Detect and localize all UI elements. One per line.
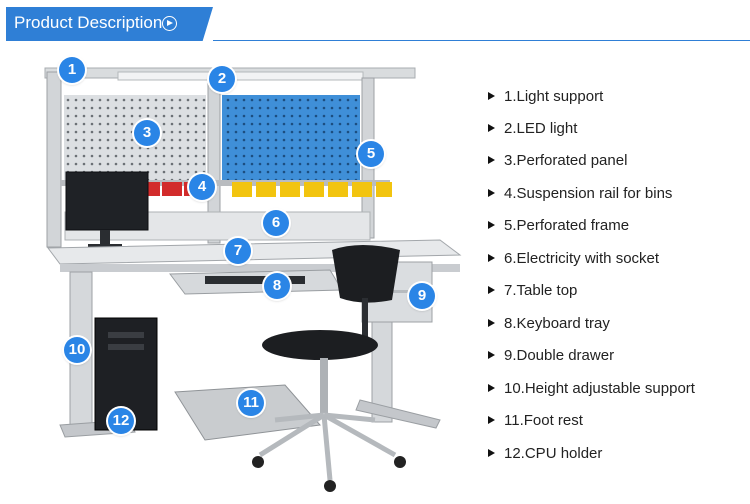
marker-11: 11 bbox=[238, 390, 264, 416]
list-item: 10.Height adjustable support bbox=[488, 380, 695, 400]
workbench-illustration bbox=[44, 67, 462, 492]
feature-label: 7.Table top bbox=[504, 282, 578, 299]
arrow-bullet-icon bbox=[488, 351, 495, 360]
page-title: Product Description bbox=[14, 13, 163, 32]
left-upright bbox=[46, 71, 62, 248]
list-item: 8.Keyboard tray bbox=[488, 315, 610, 335]
marker-8: 8 bbox=[264, 273, 290, 299]
marker-4: 4 bbox=[189, 174, 215, 200]
chair-base bbox=[258, 412, 397, 481]
marker-5: 5 bbox=[358, 141, 384, 167]
marker-10: 10 bbox=[64, 337, 90, 363]
arrow-bullet-icon bbox=[488, 92, 495, 101]
arrow-bullet-icon bbox=[488, 286, 495, 295]
list-item: 6.Electricity with socket bbox=[488, 250, 659, 270]
marker-3: 3 bbox=[134, 120, 160, 146]
header-bar: Product Description bbox=[0, 0, 750, 50]
arrow-bullet-icon bbox=[488, 416, 495, 425]
marker-12: 12 bbox=[108, 408, 134, 434]
marker-2: 2 bbox=[209, 66, 235, 92]
feature-label: 1.Light support bbox=[504, 88, 604, 105]
list-item: 11.Foot rest bbox=[488, 412, 583, 432]
arrow-bullet-icon bbox=[488, 189, 495, 198]
header-tab[interactable] bbox=[6, 7, 213, 41]
chair-seat bbox=[262, 330, 378, 360]
feature-label: 5.Perforated frame bbox=[504, 217, 630, 234]
feature-label: 11.Foot rest bbox=[504, 412, 583, 429]
arrow-bullet-icon bbox=[488, 124, 495, 133]
marker-6: 6 bbox=[263, 210, 289, 236]
list-item: 4.Suspension rail for bins bbox=[488, 185, 672, 205]
arrow-bullet-icon bbox=[488, 221, 495, 230]
bin-rail bbox=[60, 180, 390, 186]
list-item: 1.Light support bbox=[488, 88, 603, 108]
list-item: 9.Double drawer bbox=[488, 347, 614, 367]
list-item: 2.LED light bbox=[488, 120, 577, 140]
arrow-bullet-icon bbox=[488, 319, 495, 328]
arrow-bullet-icon bbox=[488, 384, 495, 393]
list-item: 3.Perforated panel bbox=[488, 152, 627, 172]
feature-label: 4.Suspension rail for bins bbox=[504, 185, 673, 202]
feature-label: 12.CPU holder bbox=[504, 445, 603, 462]
monitor bbox=[65, 171, 149, 231]
arrow-bullet-icon bbox=[488, 156, 495, 165]
marker-1: 1 bbox=[59, 57, 85, 83]
header-divider bbox=[213, 40, 750, 41]
list-item: 5.Perforated frame bbox=[488, 217, 629, 237]
chair-back bbox=[332, 245, 400, 303]
yellow-bins bbox=[232, 182, 392, 197]
list-item: 12.CPU holder bbox=[488, 445, 602, 465]
play-circle-icon[interactable] bbox=[162, 16, 177, 31]
feature-label: 3.Perforated panel bbox=[504, 152, 628, 169]
feature-label: 9.Double drawer bbox=[504, 347, 615, 364]
feature-label: 2.LED light bbox=[504, 120, 578, 137]
feature-label: 8.Keyboard tray bbox=[504, 315, 610, 332]
marker-7: 7 bbox=[225, 238, 251, 264]
arrow-bullet-icon bbox=[488, 254, 495, 263]
marker-9: 9 bbox=[409, 283, 435, 309]
arrow-bullet-icon bbox=[488, 449, 495, 458]
perforated-frame bbox=[222, 95, 360, 180]
led-light bbox=[117, 71, 364, 81]
feature-label: 10.Height adjustable support bbox=[504, 380, 695, 397]
feature-label: 6.Electricity with socket bbox=[504, 250, 660, 267]
list-item: 7.Table top bbox=[488, 282, 577, 302]
